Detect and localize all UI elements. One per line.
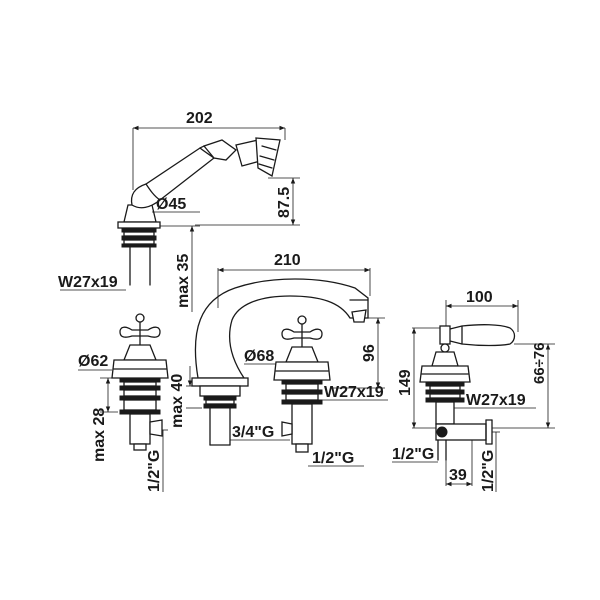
hand-shower-width-label: 202: [186, 110, 213, 127]
spout-diameter-label: Ø68: [244, 348, 274, 365]
left-valve-assembly: Ø62 max 28 1/2"G: [78, 313, 169, 492]
left-valve-inlet-label: 1/2"G: [146, 450, 163, 492]
diverter-offset-label: 39: [449, 467, 467, 484]
hand-shower-diameter-label: Ø45: [156, 196, 186, 213]
spout-max-label: max 40: [169, 374, 186, 428]
hand-shower-max-label: max 35: [175, 254, 192, 308]
diverter-assembly: 100 149 66÷76 W27x19 1/2"G 39 1/2"G: [392, 289, 555, 492]
diverter-inlet-right-label: 1/2"G: [480, 450, 497, 492]
hand-shower-assembly: 202 87.5 Ø45 max 35 W27x19: [58, 110, 300, 312]
spout-inlet-label: 3/4"G: [232, 424, 274, 441]
middle-valve-assembly: W27x19 1/2"G: [273, 315, 388, 467]
spout-width-label: 210: [274, 252, 301, 269]
hand-shower-thread-label: W27x19: [58, 274, 118, 291]
diverter-height-label: 149: [397, 369, 414, 396]
diverter-inlet-left-label: 1/2"G: [392, 446, 434, 463]
hand-shower-height-label: 87.5: [276, 187, 293, 218]
spout-assembly: 210 96 Ø68 max 40 3/4"G: [169, 252, 385, 446]
left-valve-diameter-label: Ø62: [78, 353, 108, 370]
diverter-range-label: 66÷76: [531, 342, 548, 384]
spout-height-label: 96: [361, 344, 378, 362]
diverter-thread-label: W27x19: [466, 392, 526, 409]
middle-valve-inlet-label: 1/2"G: [312, 450, 354, 467]
left-valve-max-label: max 28: [91, 408, 108, 462]
diverter-width-label: 100: [466, 289, 493, 306]
spout-thread-label: W27x19: [324, 384, 384, 401]
